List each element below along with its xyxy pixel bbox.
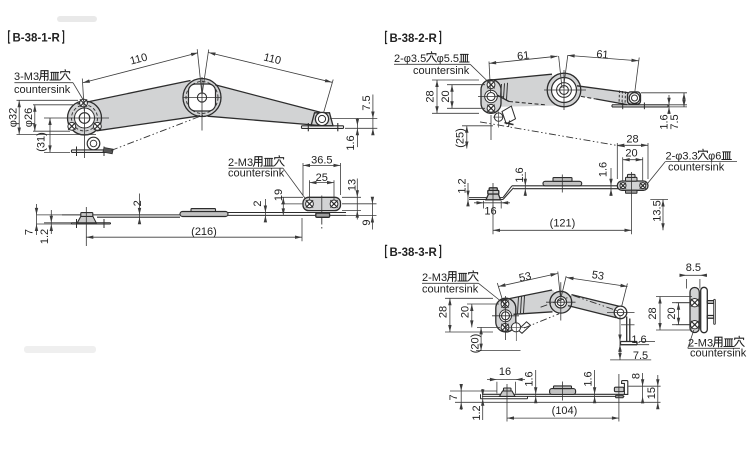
svg-text:28: 28 <box>626 133 638 145</box>
svg-text:28: 28 <box>647 307 659 319</box>
svg-text:1.6: 1.6 <box>345 135 357 150</box>
svg-text:16: 16 <box>499 366 511 378</box>
svg-text:13: 13 <box>346 179 358 191</box>
svg-text:25: 25 <box>316 172 328 184</box>
svg-text:φ6: φ6 <box>708 151 721 163</box>
svg-text:61: 61 <box>596 49 609 62</box>
svg-text:20: 20 <box>459 306 471 318</box>
svg-text:20: 20 <box>666 307 678 319</box>
svg-text:61: 61 <box>517 50 530 63</box>
svg-text:8: 8 <box>631 373 643 379</box>
svg-text:(20): (20) <box>470 334 482 354</box>
svg-text:13.5: 13.5 <box>652 200 664 221</box>
svg-text:1.6: 1.6 <box>658 114 670 129</box>
svg-text:2-: 2- <box>666 151 676 163</box>
svg-text:7: 7 <box>448 394 460 400</box>
svg-text:(216): (216) <box>191 226 217 238</box>
svg-text:19: 19 <box>273 189 285 201</box>
svg-text:countersink: countersink <box>422 284 479 296</box>
svg-text:(121): (121) <box>550 218 576 230</box>
svg-text:2-M3: 2-M3 <box>688 338 713 350</box>
svg-text:countersink: countersink <box>14 84 71 96</box>
svg-text:7.5: 7.5 <box>361 95 373 110</box>
svg-text:28: 28 <box>437 306 449 318</box>
svg-text:φ3.5: φ3.5 <box>404 53 426 65</box>
svg-text:9: 9 <box>361 219 373 225</box>
svg-text:1.2: 1.2 <box>39 229 51 244</box>
svg-text:1.6: 1.6 <box>524 371 536 386</box>
svg-text:countersink: countersink <box>668 162 725 174</box>
svg-text:1.6: 1.6 <box>631 334 646 346</box>
svg-text:φ5.5: φ5.5 <box>437 53 459 65</box>
svg-text:8.5: 8.5 <box>686 262 701 274</box>
svg-text:2-M3: 2-M3 <box>422 272 447 284</box>
svg-text:countersink: countersink <box>228 168 285 180</box>
svg-text:φ32: φ32 <box>8 108 20 127</box>
svg-text:1.6: 1.6 <box>598 162 610 177</box>
svg-text:16: 16 <box>484 206 496 218</box>
svg-text:φ26: φ26 <box>23 108 35 127</box>
svg-text:(104): (104) <box>552 405 578 417</box>
svg-text:7.5: 7.5 <box>669 114 681 129</box>
svg-text:2: 2 <box>132 200 144 206</box>
svg-text:1.6: 1.6 <box>514 167 526 182</box>
svg-text:2: 2 <box>252 200 264 206</box>
svg-text:53: 53 <box>518 270 533 284</box>
svg-text:countersink: countersink <box>690 347 747 359</box>
svg-text:B-38-2-R: B-38-2-R <box>390 33 438 45</box>
svg-text:(31): (31) <box>36 132 48 152</box>
svg-text:1.6: 1.6 <box>583 371 595 386</box>
svg-text:15: 15 <box>646 387 658 399</box>
svg-text:53: 53 <box>591 269 605 283</box>
svg-text:B-38-1-R: B-38-1-R <box>13 33 61 45</box>
svg-text:2-: 2- <box>394 53 404 65</box>
svg-text:3-M3: 3-M3 <box>14 71 39 83</box>
svg-text:7: 7 <box>24 229 36 235</box>
svg-text:1.2: 1.2 <box>471 405 483 420</box>
svg-text:countersink: countersink <box>413 65 470 77</box>
svg-text:φ3.3: φ3.3 <box>675 151 697 163</box>
svg-text:20: 20 <box>440 90 452 102</box>
svg-text:36.5: 36.5 <box>311 155 332 167</box>
svg-text:7.5: 7.5 <box>633 350 648 362</box>
svg-text:20: 20 <box>625 147 637 159</box>
svg-text:1.2: 1.2 <box>457 178 469 193</box>
svg-text:110: 110 <box>262 51 282 67</box>
svg-text:(25): (25) <box>455 128 467 148</box>
svg-text:2-M3: 2-M3 <box>228 157 253 169</box>
svg-text:28: 28 <box>425 90 437 102</box>
svg-text:B-38-3-R: B-38-3-R <box>390 247 438 259</box>
svg-text:110: 110 <box>129 51 149 67</box>
